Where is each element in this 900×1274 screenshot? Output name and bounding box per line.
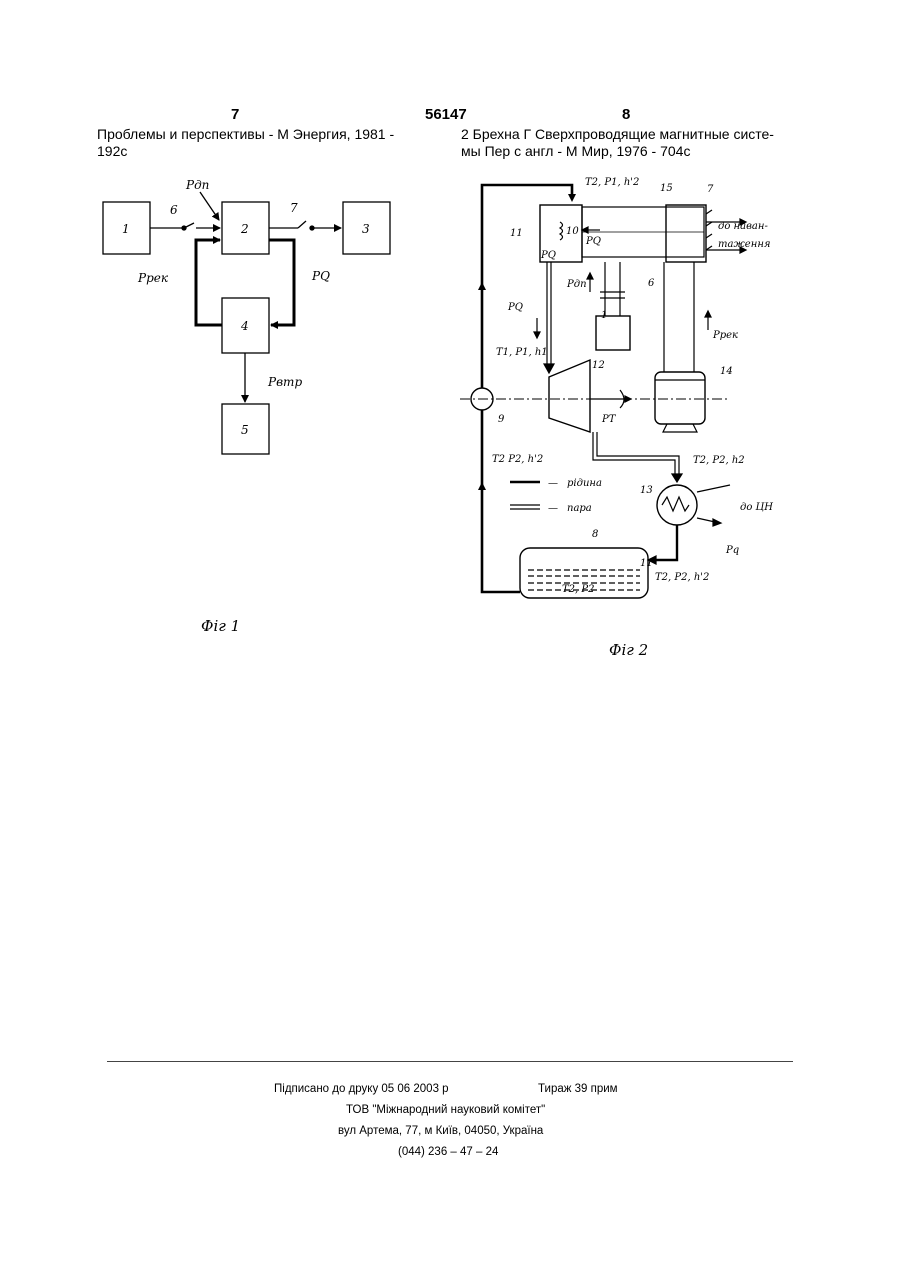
label-11b: 11 [640, 558, 653, 569]
label-tank-inner: T2, P2 [562, 584, 594, 595]
label-return-state: T2 P2, h'2 [492, 454, 543, 465]
p-rek-label: Pрек [137, 271, 169, 285]
block-2-label: 2 [240, 222, 249, 236]
legend-dash-1: — [548, 478, 558, 489]
label-10: 10 [566, 226, 579, 237]
label-load-2: таження [718, 239, 771, 250]
figure-1-caption: Фіг 1 [201, 617, 240, 635]
legend-vapor: пара [567, 503, 592, 514]
label-pq-left: PQ [507, 302, 523, 313]
label-top-state: T2, P1, h'2 [585, 177, 639, 188]
label-tank-in: T2, P2, h'2 [655, 572, 709, 583]
block-1-label: 1 [122, 222, 130, 236]
label-14: 14 [720, 366, 733, 377]
label-p-t: PT [601, 414, 617, 425]
label-to-cn: до ЦН [740, 502, 773, 513]
reference-right-line1: 2 Брехна Г Сверхпроводящие магнитные сис… [461, 126, 774, 143]
label-p-rek: Pрек [712, 330, 738, 341]
label-load-1: до наван- [718, 221, 768, 232]
legend-liquid: рідина [567, 478, 602, 489]
label-1: 1 [601, 310, 607, 321]
label-turbine-out: T2, P2, h2 [693, 455, 745, 466]
footer-phone: (044) 236 – 47 – 24 [398, 1146, 498, 1158]
reference-left-line1: Проблемы и перспективы - М Энергия, 1981… [97, 126, 394, 143]
footer-print-run: Тираж 39 прим [538, 1083, 618, 1095]
label-7: 7 [707, 184, 714, 195]
block-5-label: 5 [241, 423, 249, 437]
reference-left: Проблемы и перспективы - М Энергия, 1981… [97, 126, 394, 160]
patent-number: 56147 [425, 106, 467, 123]
p-vtr-label: Pвтр [267, 375, 302, 389]
reference-left-line2: 192с [97, 143, 394, 160]
p-q-label: PQ [311, 269, 330, 283]
label-8: 8 [592, 529, 598, 540]
footer-signed: Підписано до друку 05 06 2003 р [274, 1083, 449, 1095]
label-13: 13 [640, 485, 653, 496]
figure-2-diagram: 7 15 11 10 PQ PQ 6 Pдп 1 PQ Pрек T2, P1,… [455, 175, 800, 610]
right-page-number: 8 [622, 106, 630, 123]
switch-7-label: 7 [290, 201, 298, 215]
label-9: 9 [498, 414, 505, 425]
legend-dash-2: — [548, 503, 558, 514]
label-12: 12 [592, 360, 605, 371]
footer-address: вул Артема, 77, м Київ, 04050, Україна [338, 1125, 543, 1137]
label-pq-inner: PQ [540, 250, 556, 261]
footer-organization: ТОВ "Міжнародний науковий комітет" [346, 1104, 545, 1116]
block-3-label: 3 [362, 222, 370, 236]
figure-1-diagram: 1 2 3 4 5 6 7 Pдп Pрек PQ Pвтр [90, 165, 420, 465]
switch-6-label: 6 [170, 203, 178, 217]
label-6: 6 [648, 278, 655, 289]
label-15: 15 [660, 183, 673, 194]
label-p-dp: Pдп [566, 279, 587, 290]
label-turbine-in: T1, P1, h1 [496, 347, 548, 358]
label-11: 11 [510, 228, 523, 239]
block-4-label: 4 [240, 319, 249, 333]
label-pq-lead: PQ [585, 236, 601, 247]
reference-right-line2: мы Пер с англ - М Мир, 1976 - 704с [461, 143, 774, 160]
left-page-number: 7 [231, 106, 239, 123]
reference-right: 2 Брехна Г Сверхпроводящие магнитные сис… [461, 126, 774, 160]
figure-2-caption: Фіг 2 [609, 641, 648, 659]
footer-divider [107, 1061, 793, 1062]
label-p-q-small: Pq [725, 545, 739, 556]
p-dp-label: Pдп [185, 178, 209, 192]
